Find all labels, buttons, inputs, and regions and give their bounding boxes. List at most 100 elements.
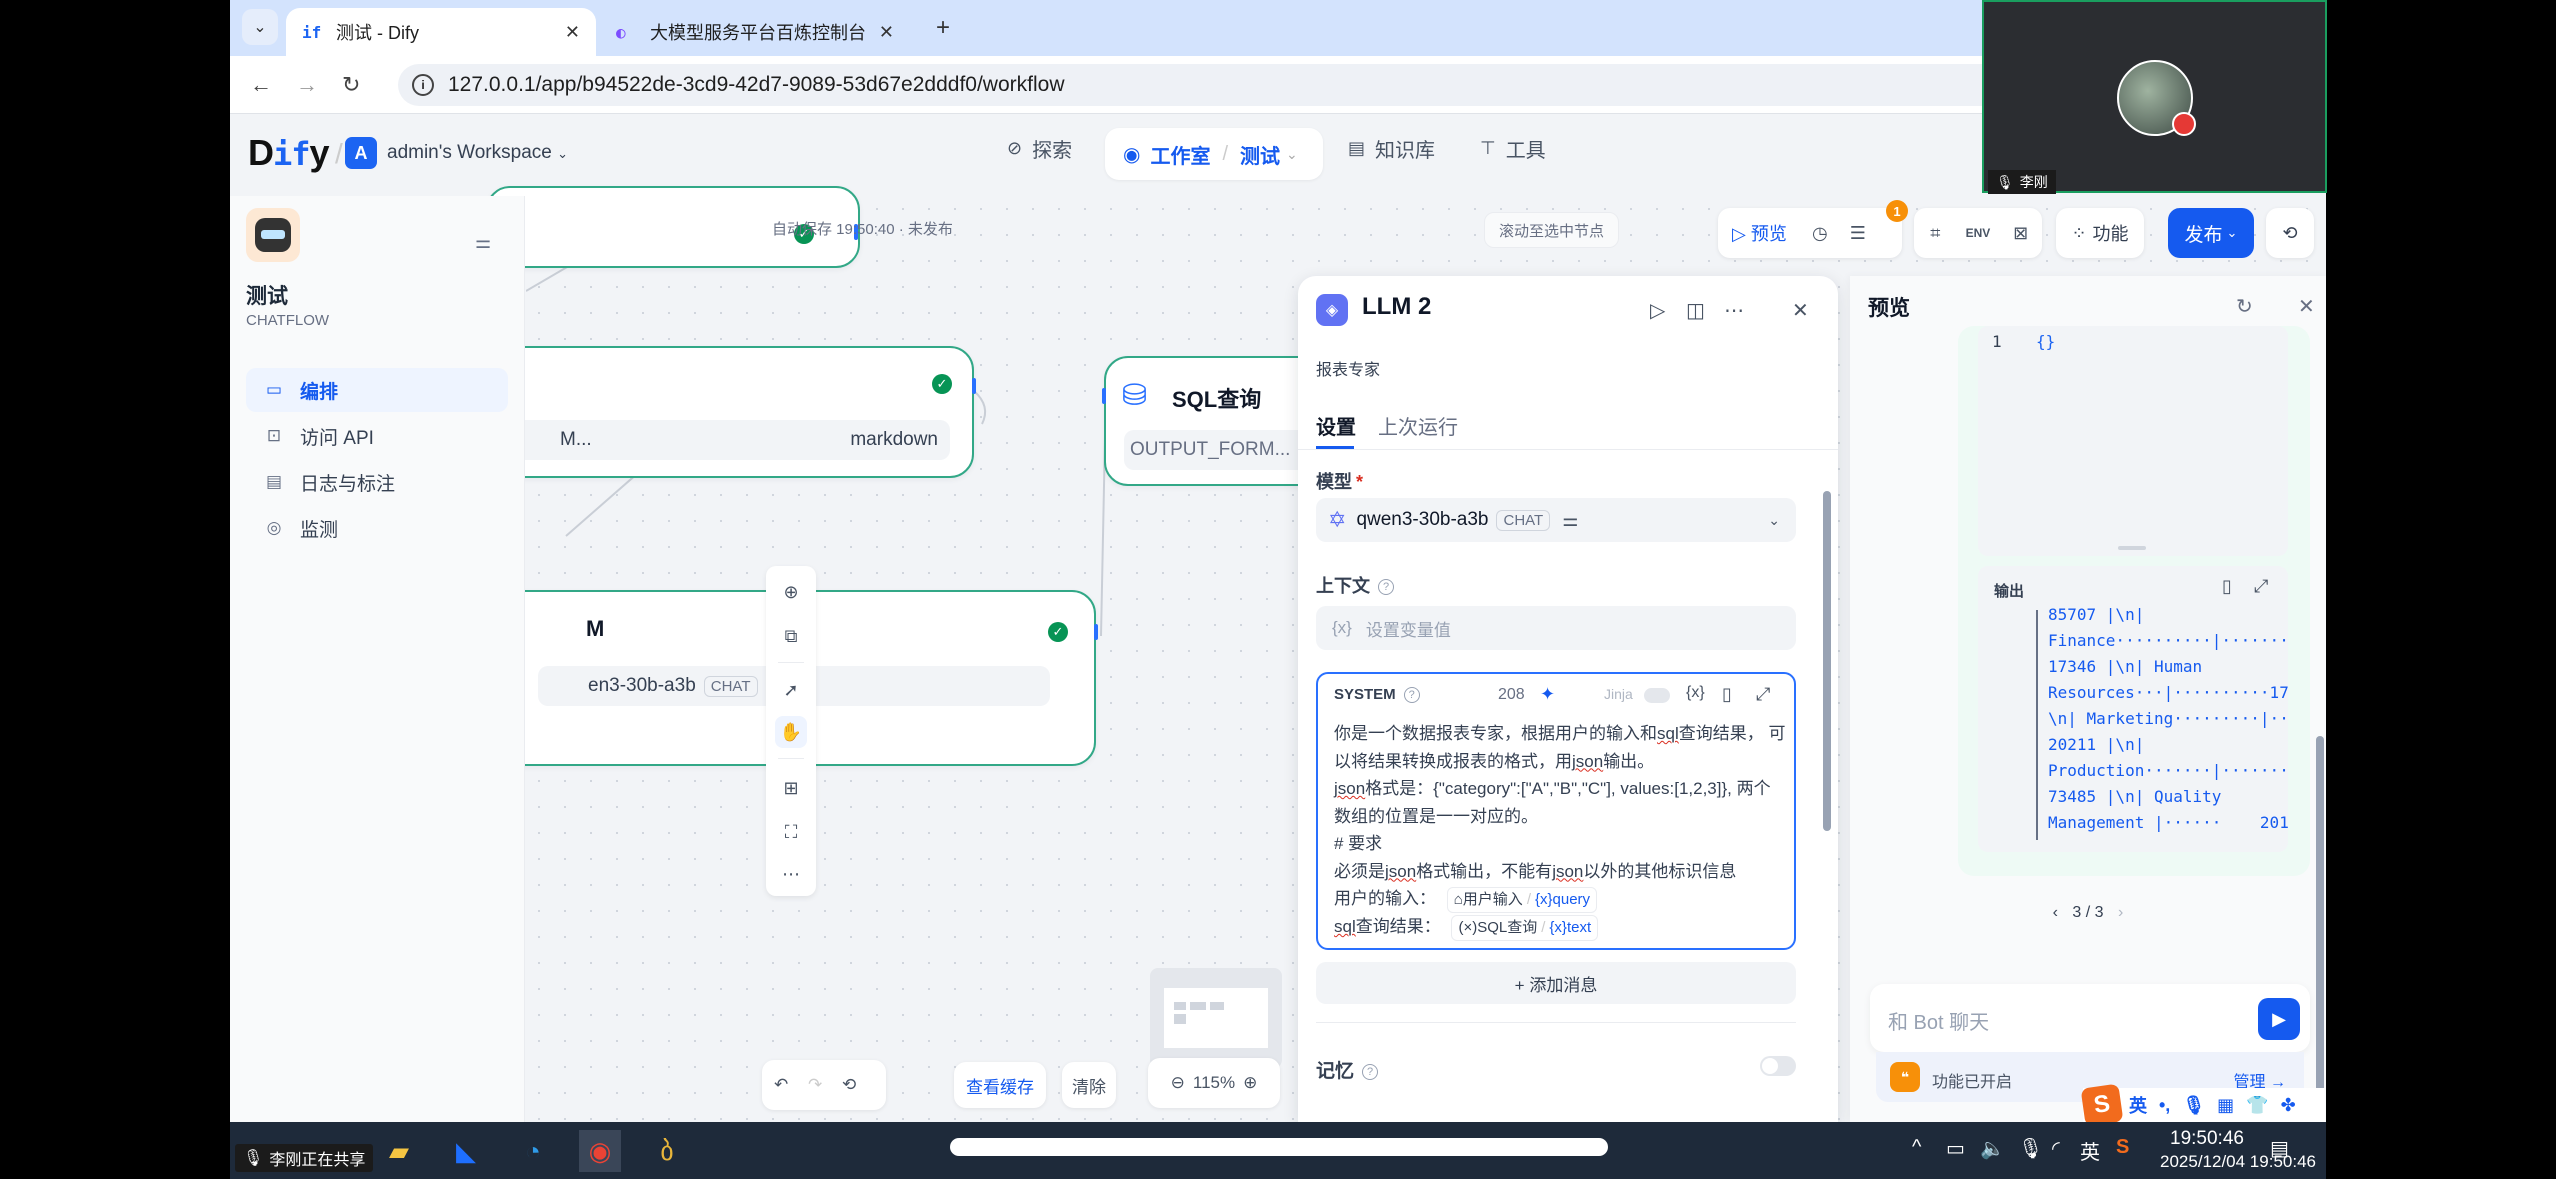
jinja-toggle[interactable] — [1644, 688, 1670, 703]
close-panel-icon[interactable]: ✕ — [1792, 300, 1809, 322]
global-variables-icon[interactable]: ⊠ — [2013, 222, 2029, 243]
show-hidden-icons[interactable]: ^ — [1912, 1136, 1922, 1158]
screen-share-bar[interactable] — [950, 1138, 1608, 1156]
skin-icon[interactable]: 👕 — [2246, 1094, 2269, 1115]
minimap[interactable] — [1150, 968, 1282, 1068]
publish-button[interactable]: 发布⌄ — [2168, 208, 2254, 258]
node-handle[interactable] — [1094, 624, 1098, 640]
nav-tools[interactable]: ⊤工具 — [1480, 134, 1546, 163]
sidebar-item-monitor[interactable]: ◎监测 — [246, 506, 508, 550]
expand-icon[interactable]: ⤢ — [1756, 684, 1771, 704]
next-page-icon[interactable]: › — [2118, 904, 2124, 921]
add-message-button[interactable]: + 添加消息 — [1316, 962, 1796, 1004]
conversation-variables-icon[interactable]: ⌗ — [1930, 222, 1941, 243]
edge-icon[interactable]: ◔ — [525, 1135, 541, 1166]
scrollbar-thumb[interactable] — [1823, 491, 1831, 831]
sogou-icon[interactable]: S — [2080, 1083, 2124, 1127]
preview-button[interactable]: ▷ 预览 — [1732, 224, 1787, 244]
model-params-icon[interactable]: ⚌ — [1562, 509, 1579, 530]
node-answer[interactable]: ✓ M... markdown — [466, 346, 976, 478]
memory-toggle[interactable] — [1760, 1056, 1796, 1076]
redo-icon[interactable]: ↷ — [808, 1075, 823, 1094]
sidebar-item-orchestrate[interactable]: ▭编排 — [246, 368, 508, 412]
chrome-icon[interactable]: ◉ — [579, 1130, 621, 1172]
undo-icon[interactable]: ↶ — [774, 1075, 789, 1094]
hand-icon[interactable]: ✋ — [775, 716, 807, 748]
tab-dify[interactable]: if 测试 - Dify ✕ — [286, 8, 596, 56]
pointer-icon[interactable]: ➚ — [783, 679, 799, 700]
scroll-to-selected-button[interactable]: 滚动至选中节点 — [1484, 212, 1620, 248]
view-cache-button[interactable]: 查看缓存 — [954, 1062, 1046, 1108]
fit-view-icon[interactable]: ⛶ — [784, 821, 798, 842]
tab-search-dropdown[interactable]: ⌄ — [242, 9, 278, 45]
microphone-icon[interactable]: 🎙 — [2018, 1138, 2044, 1160]
restart-icon[interactable]: ↻ — [2236, 296, 2253, 318]
new-tab-button[interactable]: + — [936, 14, 951, 41]
ime-language[interactable]: 英 — [2129, 1096, 2147, 1116]
code-input-box[interactable]: 1 {} — [1978, 326, 2288, 556]
lanhu-app-icon[interactable]: ◣ — [456, 1135, 476, 1166]
help-book-icon[interactable]: ◫ — [1686, 300, 1705, 322]
battery-icon[interactable]: ▭ — [1946, 1138, 1965, 1160]
more-icon[interactable]: ⋯ — [1724, 300, 1744, 322]
node-handle[interactable] — [1102, 388, 1106, 404]
back-button[interactable]: ← — [250, 72, 272, 97]
run-node-icon[interactable]: ▷ — [1650, 300, 1666, 322]
clear-cache-button[interactable]: 清除 — [1062, 1062, 1116, 1108]
app-settings-icon[interactable]: ⚌ — [475, 232, 492, 252]
variable-tag-sql-text[interactable]: (×)SQL查询/{x}text — [1451, 915, 1599, 941]
scrollbar-thumb[interactable] — [2316, 736, 2324, 1106]
panel-scrollbar[interactable] — [1822, 471, 1832, 1111]
organize-blocks-icon[interactable]: ⊞ — [783, 777, 799, 798]
current-app-label[interactable]: 测试 — [1240, 145, 1281, 168]
video-call-window[interactable]: 🎙李刚 — [1982, 0, 2327, 194]
system-prompt-text[interactable]: 你是一个数据报表专家，根据用户的输入和sql查询结果， 可以将结果转换成报表的格… — [1334, 720, 1786, 941]
chat-input[interactable]: 和 Bot 聊天 ▶ — [1870, 984, 2310, 1052]
manage-features-link[interactable]: 管理 → — [2233, 1074, 2286, 1091]
clock-time[interactable]: 19:50:46 — [2170, 1128, 2244, 1149]
expand-icon[interactable]: ⤢ — [2254, 576, 2269, 596]
tab-settings[interactable]: 设置 — [1316, 417, 1356, 439]
sogou-tray-icon[interactable]: S — [2116, 1136, 2130, 1158]
prompt-generator-icon[interactable]: ✦ — [1540, 684, 1556, 704]
zoom-out-icon[interactable]: ⊖ — [1170, 1073, 1185, 1092]
clock-date[interactable]: 2025/12/04 19:50:46 — [2160, 1152, 2316, 1171]
close-tab-icon[interactable]: ✕ — [564, 21, 580, 42]
node-handle[interactable] — [854, 224, 858, 240]
nav-explore[interactable]: ⊘探索 — [1007, 134, 1072, 163]
context-variable-input[interactable]: {x} 设置变量值 — [1316, 606, 1796, 650]
add-note-icon[interactable]: ⧉ — [784, 625, 798, 646]
version-history-button[interactable]: ⟲ — [2266, 208, 2314, 258]
forward-button[interactable]: → — [296, 72, 318, 97]
keyboard-icon[interactable]: ▦ — [2217, 1094, 2235, 1115]
system-prompt-editor[interactable]: SYSTEM? 208 ✦ Jinja {x} ▯ ⤢ 你是一个数据报表专家，根… — [1316, 672, 1796, 950]
prev-page-icon[interactable]: ‹ — [2052, 904, 2058, 921]
microphone-icon[interactable]: 🎙 — [2182, 1094, 2206, 1115]
screen-sharing-indicator[interactable]: 🎙李刚正在共享 — [235, 1144, 374, 1172]
nav-knowledge[interactable]: ▤知识库 — [1348, 134, 1435, 163]
node-start[interactable]: ✓ — [486, 186, 860, 268]
version-history-icon[interactable]: ⟲ — [842, 1075, 857, 1094]
panel-title[interactable]: LLM 2 — [1362, 293, 1432, 320]
zoom-level[interactable]: 115% — [1192, 1073, 1236, 1092]
volume-icon[interactable]: 🔈 — [1980, 1138, 2005, 1160]
more-icon[interactable]: ⋯ — [782, 863, 800, 884]
site-info-icon[interactable]: i — [412, 74, 434, 96]
copy-icon[interactable]: ▯ — [2222, 576, 2232, 596]
insert-variable-icon[interactable]: {x} — [1686, 684, 1705, 701]
navicat-icon[interactable]: ბ — [660, 1135, 674, 1166]
file-explorer-icon[interactable]: ▰ — [389, 1135, 409, 1166]
node-handle[interactable] — [972, 378, 976, 394]
nav-studio[interactable]: ◉ 工作室 / 测试 ⌄ — [1105, 128, 1323, 180]
features-button[interactable]: ⁘功能 — [2056, 208, 2144, 258]
notification-icon[interactable]: ▤ — [2270, 1138, 2289, 1160]
close-tab-icon[interactable]: ✕ — [878, 21, 894, 42]
resize-handle[interactable] — [2118, 546, 2146, 550]
toolbox-icon[interactable]: ✤ — [2280, 1094, 2296, 1115]
close-preview-icon[interactable]: ✕ — [2298, 296, 2315, 318]
env-variables-icon[interactable]: ENV — [1965, 226, 1991, 240]
variable-tag-query[interactable]: ⌂用户输入/{x}query — [1446, 887, 1598, 913]
dify-logo[interactable]: Dify — [248, 132, 330, 173]
tab-bailian[interactable]: ◐ 大模型服务平台百炼控制台 ✕ — [600, 8, 910, 56]
input-language[interactable]: 英 — [2080, 1142, 2100, 1164]
